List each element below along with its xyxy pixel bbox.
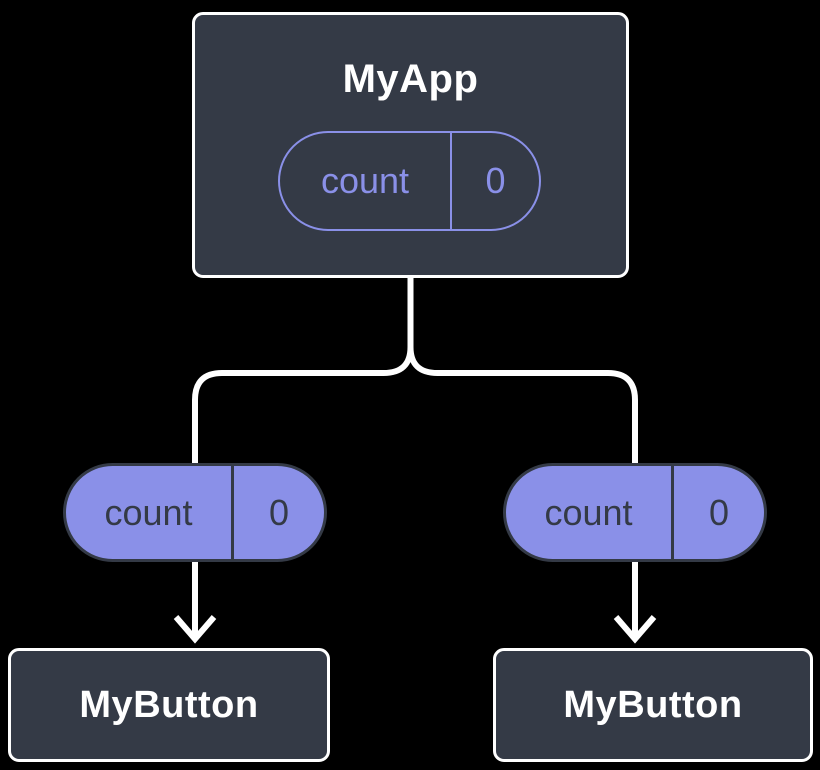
- connector-branch-right: [407, 346, 638, 636]
- prop-pill-left: count 0: [63, 463, 327, 562]
- state-pill: count 0: [278, 131, 541, 231]
- prop-pill-label: count: [506, 466, 674, 559]
- component-box-mybutton-left: MyButton: [8, 648, 330, 762]
- prop-pill-value: 0: [708, 491, 730, 533]
- prop-pill-label: count: [66, 466, 234, 559]
- component-box-myapp: MyApp count 0: [192, 12, 629, 278]
- arrow-down-icon: [173, 615, 217, 644]
- state-pill-label: count: [280, 133, 452, 229]
- arrow-down-icon: [613, 615, 657, 644]
- prop-pill-value: 0: [268, 491, 290, 533]
- component-title: MyApp: [342, 57, 479, 101]
- prop-pill-right: count 0: [503, 463, 767, 562]
- state-pill-value: 0: [485, 160, 506, 201]
- component-box-mybutton-right: MyButton: [493, 648, 813, 762]
- connector-branch-left: [192, 278, 414, 636]
